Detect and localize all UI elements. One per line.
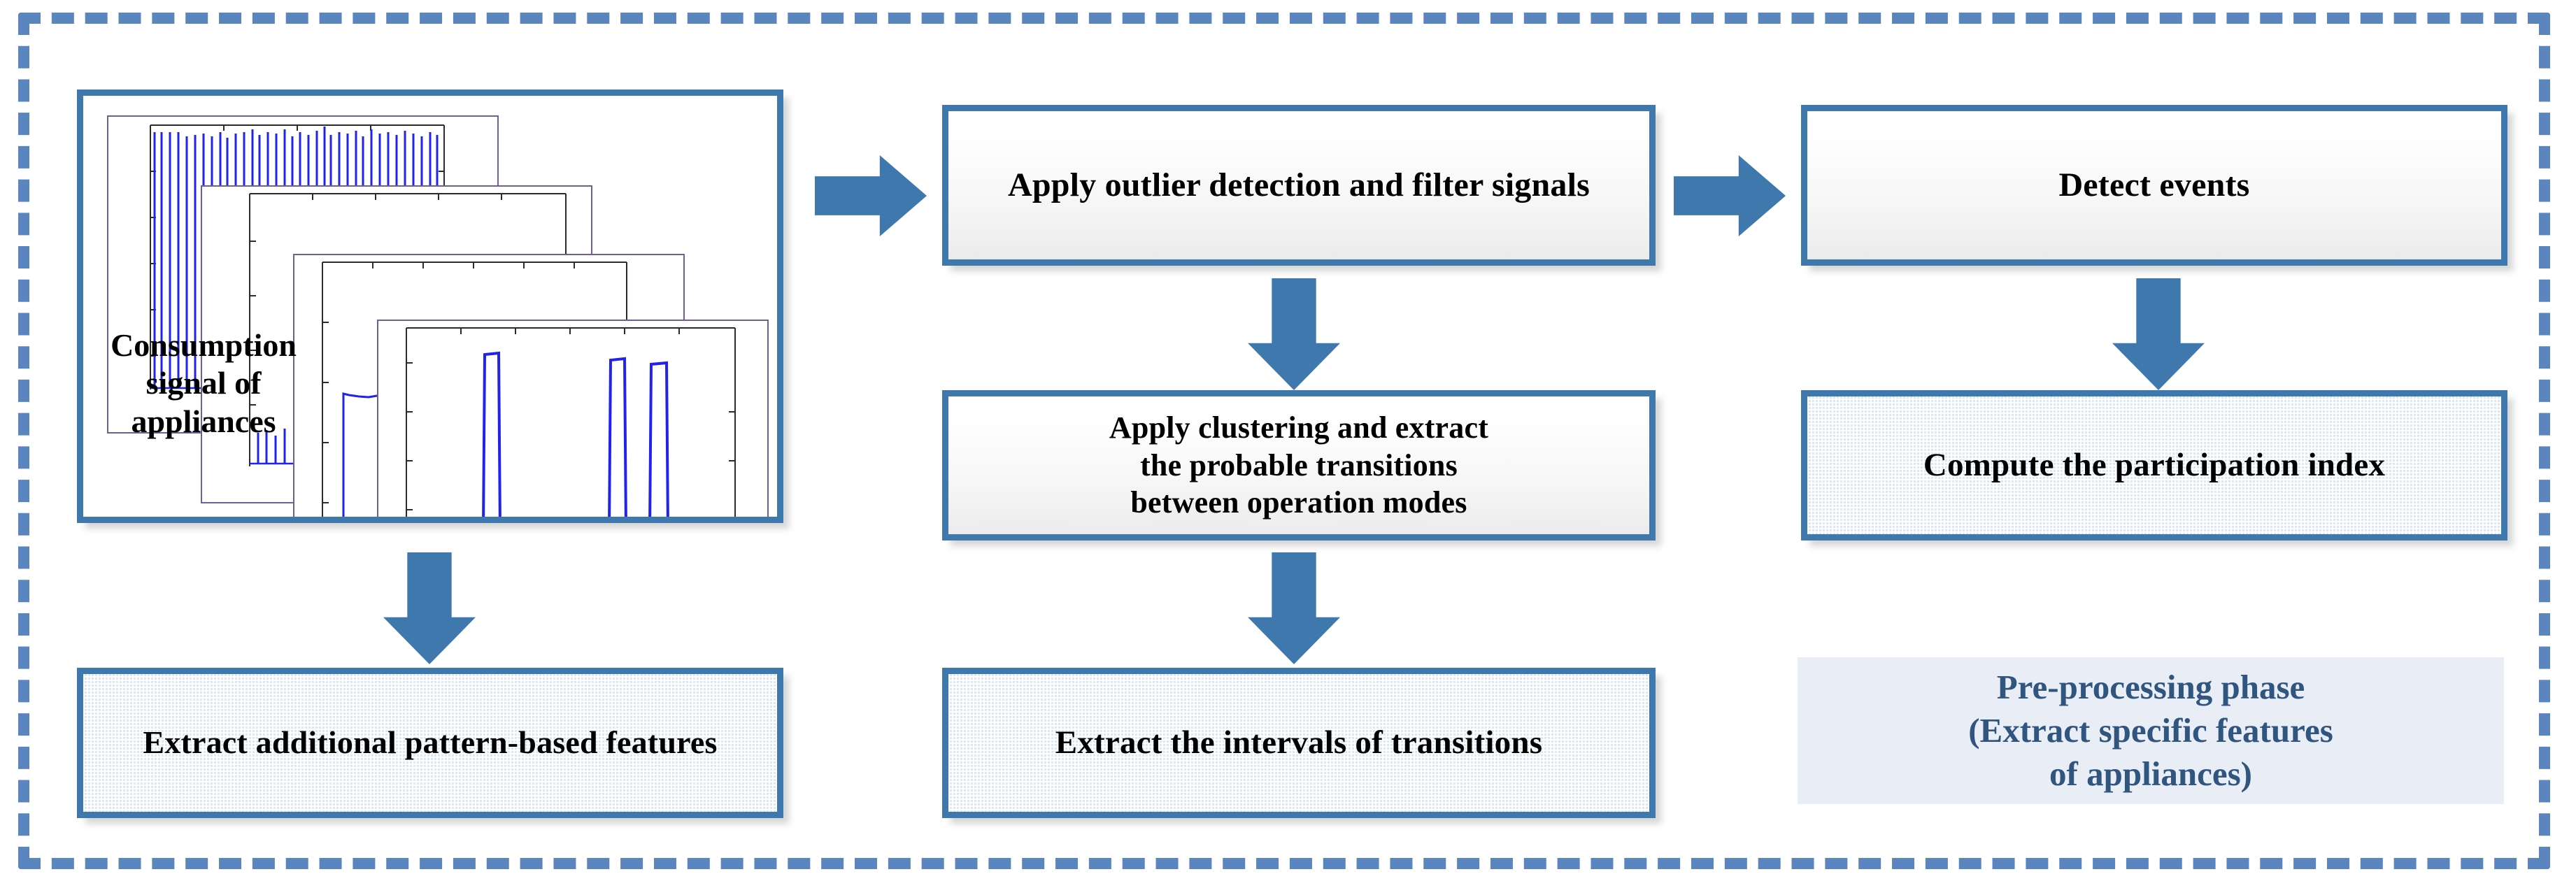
consumption-signal-card: Consumption signal of appliances — [77, 89, 783, 523]
clustering-line-1: Apply clustering and extract — [1109, 410, 1489, 445]
arrow-detect-events-to-participation — [2112, 278, 2205, 390]
clustering-line-2: the probable transitions — [1140, 447, 1458, 482]
box-compute-participation-index[interactable]: Compute the participation index — [1801, 390, 2507, 540]
arrow-down-icon — [2112, 278, 2205, 390]
box-extract-intervals-of-transitions[interactable]: Extract the intervals of transitions — [942, 668, 1656, 818]
arrow-signal-to-outlier — [815, 155, 927, 236]
box-extract-pattern-features[interactable]: Extract additional pattern-based feature… — [77, 668, 783, 818]
phase-line-1: Pre-processing phase — [1996, 668, 2305, 707]
arrow-clustering-to-intervals — [1248, 552, 1340, 664]
box-apply-outlier-detection-label: Apply outlier detection and filter signa… — [1008, 166, 1590, 203]
arrow-outlier-to-clustering — [1248, 278, 1340, 390]
signal-plot-4-svg — [406, 327, 736, 517]
box-extract-pattern-features-label: Extract additional pattern-based feature… — [143, 724, 718, 761]
box-extract-intervals-label: Extract the intervals of transitions — [1055, 724, 1543, 761]
arrow-down-icon — [1248, 278, 1340, 390]
box-detect-events-label: Detect events — [2058, 166, 2250, 203]
phase-legend-text: Pre-processing phase (Extract specific f… — [1968, 666, 2333, 795]
signal-plot-stack: Consumption signal of appliances — [83, 96, 777, 517]
phase-line-3: of appliances) — [2049, 754, 2252, 793]
appliance-signal-plot-4 — [377, 320, 769, 517]
box-detect-events[interactable]: Detect events — [1801, 105, 2507, 266]
box-apply-outlier-detection[interactable]: Apply outlier detection and filter signa… — [942, 105, 1656, 266]
box-compute-participation-index-label: Compute the participation index — [1923, 446, 2386, 483]
box-apply-clustering-label: Apply clustering and extract the probabl… — [1100, 409, 1498, 522]
arrow-right-icon — [815, 155, 927, 236]
clustering-line-3: between operation modes — [1130, 485, 1467, 520]
phase-line-2: (Extract specific features — [1968, 711, 2333, 750]
arrow-down-icon — [383, 552, 476, 664]
phase-legend-label: Pre-processing phase (Extract specific f… — [1798, 657, 2504, 804]
box-apply-clustering[interactable]: Apply clustering and extract the probabl… — [942, 390, 1656, 540]
arrow-down-icon — [1248, 552, 1340, 664]
arrow-signal-to-pattern-features — [383, 552, 476, 664]
arrow-right-icon — [1674, 155, 1786, 236]
arrow-outlier-to-detect-events — [1674, 155, 1786, 236]
